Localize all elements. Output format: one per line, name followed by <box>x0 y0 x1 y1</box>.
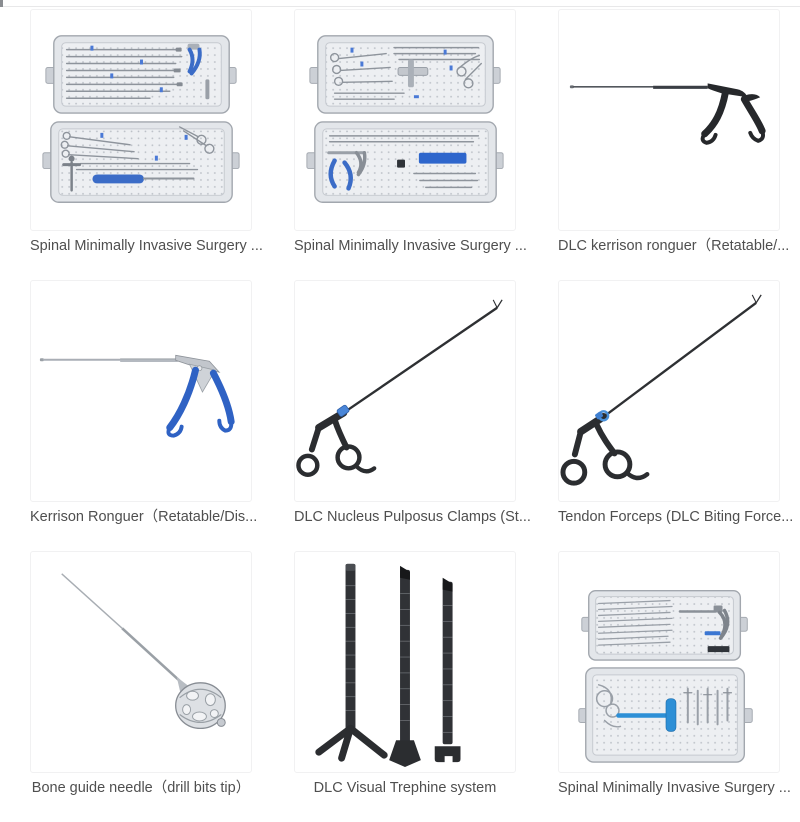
product-image-spinal-tray-set-1[interactable] <box>30 9 252 231</box>
spinal-tray-set-illustration <box>306 35 504 203</box>
product-card-spinal-tray-set-2[interactable]: Spinal Minimally Invasive Surgery ... <box>294 9 527 280</box>
visual-trephine-system-illustration <box>315 563 461 768</box>
product-image-kerrison-ronguer-black[interactable] <box>558 9 780 231</box>
top-divider <box>0 6 800 7</box>
spinal-tray-set-illustration <box>578 589 753 763</box>
product-card-tendon-forceps[interactable]: Tendon Forceps (DLC Biting Force... <box>558 280 794 551</box>
product-image-spinal-tray-set-2[interactable] <box>294 9 516 231</box>
product-card-nucleus-pulposus-clamps[interactable]: DLC Nucleus Pulposus Clamps (St... <box>294 280 531 551</box>
product-image-visual-trephine-system[interactable] <box>294 551 516 773</box>
product-title[interactable]: Tendon Forceps (DLC Biting Force... <box>558 509 794 525</box>
product-title[interactable]: Spinal Minimally Invasive Surgery ... <box>30 238 263 254</box>
product-title[interactable]: DLC Visual Trephine system <box>313 780 497 796</box>
product-title[interactable]: Spinal Minimally Invasive Surgery ... <box>294 238 527 254</box>
product-title[interactable]: DLC kerrison ronguer（Retatable/... <box>558 238 790 254</box>
scrollbar-fragment <box>0 0 3 7</box>
product-title[interactable]: Bone guide needle（drill bits tip） <box>31 780 251 796</box>
product-title[interactable]: Kerrison Ronguer（Retatable/Dis... <box>30 509 258 525</box>
bone-guide-needle-illustration <box>61 573 226 730</box>
product-image-tendon-forceps[interactable] <box>558 280 780 502</box>
kerrison-ronguer-black-illustration <box>569 83 766 145</box>
product-card-bone-guide-needle[interactable]: Bone guide needle（drill bits tip） <box>30 551 252 822</box>
kerrison-ronguer-blue-illustration <box>39 354 235 438</box>
product-image-nucleus-pulposus-clamps[interactable] <box>294 280 516 502</box>
product-title[interactable]: DLC Nucleus Pulposus Clamps (St... <box>294 509 531 525</box>
product-card-spinal-tray-set-1[interactable]: Spinal Minimally Invasive Surgery ... <box>30 9 263 280</box>
product-image-bone-guide-needle[interactable] <box>30 551 252 773</box>
spinal-tray-set-illustration <box>42 35 240 203</box>
product-image-spinal-tray-set-3[interactable] <box>558 551 780 773</box>
tendon-forceps-illustration <box>560 294 762 486</box>
product-card-kerrison-ronguer-blue[interactable]: Kerrison Ronguer（Retatable/Dis... <box>30 280 258 551</box>
product-card-kerrison-ronguer-black[interactable]: DLC kerrison ronguer（Retatable/... <box>558 9 790 280</box>
product-card-visual-trephine-system[interactable]: DLC Visual Trephine system <box>294 551 516 822</box>
product-card-spinal-tray-set-3[interactable]: Spinal Minimally Invasive Surgery ... <box>558 551 791 822</box>
product-grid: Spinal Minimally Invasive Surgery ... <box>30 9 794 822</box>
nucleus-pulposus-clamps-illustration <box>296 299 503 477</box>
product-title[interactable]: Spinal Minimally Invasive Surgery ... <box>558 780 791 796</box>
product-image-kerrison-ronguer-blue[interactable] <box>30 280 252 502</box>
